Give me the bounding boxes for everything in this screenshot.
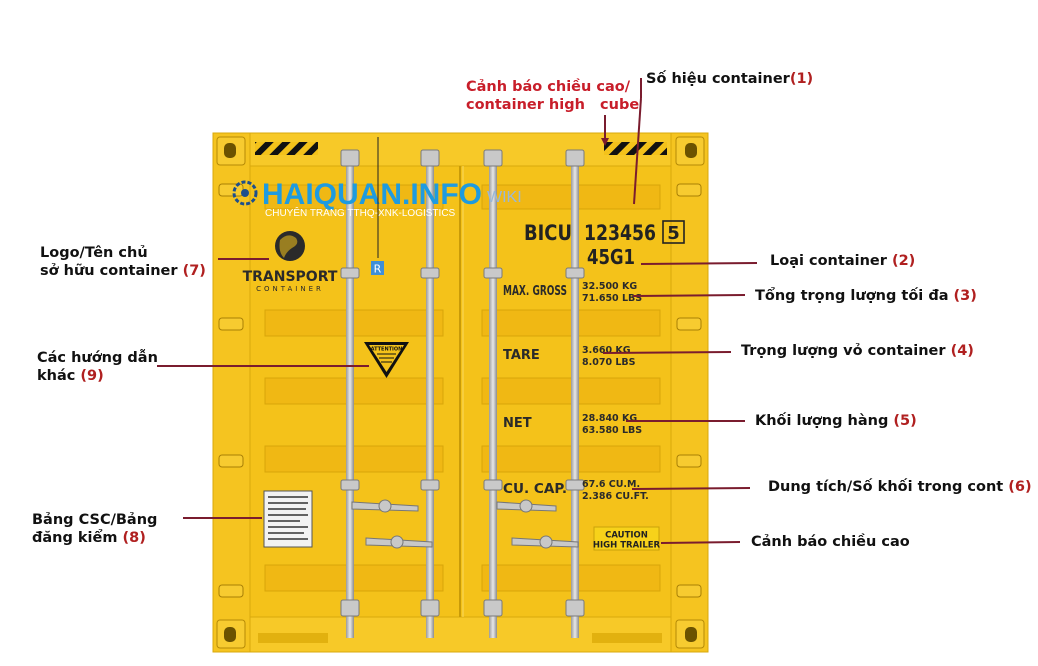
callout-capacity-text: Dung tích/Số khối trong cont [768,479,1004,495]
callout-other-instructions-line-2: khác [37,368,76,384]
weight-value-imperial: 8.070 LBS [582,357,636,368]
callout-other-instructions-line-1: Các hướng dẫn [37,350,158,366]
weight-value-metric: 32.500 KG [582,281,637,292]
callout-max-gross-num: (3) [953,288,977,304]
corrugated-panels [264,184,661,592]
watermark-tagline: CHUYÊN TRANG TTHQ-XNK-LOGISTICS [265,206,456,219]
callout-tare-num: (4) [950,343,974,359]
weight-label: NET [503,416,532,431]
callout-owner-logo-line-2: sở hữu container [40,263,178,279]
weight-label: CU. CAP. [503,482,567,497]
door-hinges [218,183,702,598]
callout-csc-plate-line-2: đăng kiểm [32,530,118,546]
callout-max-gross: Tổng trọng lượng tối đa (3) [755,287,977,305]
caution-sticker [593,526,660,551]
hazard-stripe-right [604,142,667,155]
caution-line-2: HIGH TRAILER [593,541,661,551]
owner-logo: TRANSPORT CONTAINER [243,231,338,293]
weight-value-imperial: 63.580 LBS [582,425,642,436]
callout-capacity: Dung tích/Số khối trong cont (6) [768,478,1032,496]
type-code: 45G1 [587,245,635,269]
callout-net-text: Khối lượng hàng [755,413,889,429]
weight-value-imperial: 71.650 LBS [582,293,642,304]
callout-owner-logo-num: (7) [182,263,206,279]
owner-code: BICU [524,221,572,245]
callout-other-instructions: Các hướng dẫn khác (9) [37,349,158,385]
brand-line-1: TRANSPORT [243,269,338,285]
watermark-site: HAIQUAN.INFO [262,178,482,211]
weight-value-imperial: 2.386 CU.FT. [582,491,649,502]
callout-csc-plate-line-1: Bảng CSC/Bảng [32,512,158,528]
callout-tare-text: Trọng lượng vỏ container [741,343,946,359]
weight-label: MAX. GROSS [503,284,567,299]
registry-mark: R [374,263,382,276]
site-watermark: HAIQUAN.INFO WIKI CHUYÊN TRANG TTHQ-XNK-… [232,178,522,219]
callout-net: Khối lượng hàng (5) [755,412,917,430]
caution-line-1: CAUTION [605,531,648,541]
callout-serial-number: Số hiệu container(1) [646,70,813,88]
serial-number: 123456 [584,221,656,245]
callout-csc-plate: Bảng CSC/Bảng đăng kiểm (8) [32,511,157,547]
callout-type-num: (2) [891,253,916,269]
callout-net-num: (5) [893,413,917,429]
callout-serial-number-text: Số hiệu container [646,71,790,87]
brand-line-2: CONTAINER [256,285,324,293]
attention-label: ATTENTION [371,347,403,353]
callout-serial-number-num: (1) [789,71,814,87]
callout-owner-logo-line-1: Logo/Tên chủ [40,245,148,261]
callout-type: Loại container (2) [770,252,915,270]
callout-max-gross-text: Tổng trọng lượng tối đa [755,288,949,304]
weight-value-metric: 67.6 CU.M. [582,479,640,490]
callout-height-caution-text: Cảnh báo chiều cao [751,534,910,550]
callout-owner-logo: Logo/Tên chủ sở hữu container (7) [40,244,206,280]
hazard-stripe-left [255,142,318,155]
locking-bars [340,149,585,638]
weight-label: TARE [503,348,540,363]
check-digit: 5 [667,223,680,244]
callout-csc-plate-num: (8) [122,530,146,546]
callout-capacity-num: (6) [1008,479,1032,495]
weight-value-metric: 28.840 KG [582,413,637,424]
csc-plate [263,490,313,548]
callout-height-caution: Cảnh báo chiều cao [751,533,910,551]
callout-type-text: Loại container [770,253,887,269]
callout-height-warning-line-2: container high cube [466,97,640,113]
leader-lines [157,78,758,544]
callout-tare: Trọng lượng vỏ container (4) [741,342,974,360]
callout-height-warning-line-1: Cảnh báo chiều cao/ [466,79,631,95]
attention-sign: ATTENTION [364,342,409,378]
callout-height-warning: Cảnh báo chiều cao/ container high cube [466,78,639,114]
callout-other-instructions-num: (9) [80,368,104,384]
weight-value-metric: 3.660 KG [582,345,631,356]
watermark-suffix: WIKI [487,189,522,206]
